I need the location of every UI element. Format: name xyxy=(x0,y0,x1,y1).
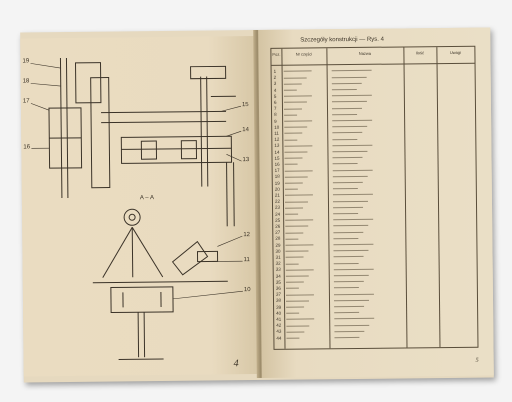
technical-drawing xyxy=(30,57,243,360)
callout-label: 12 xyxy=(243,232,251,239)
callout-label: 17 xyxy=(22,98,30,105)
page-number: 4 xyxy=(233,358,239,370)
column-header: Ilość xyxy=(415,50,425,56)
callout-label: 11 xyxy=(243,257,250,264)
row-position: 44 xyxy=(276,335,282,341)
column-header: Nazwa xyxy=(358,50,372,56)
callout-label: 10 xyxy=(243,287,251,294)
open-book: A – A 19 18 17 16 15 14 13 12 11 10 4 Sz… xyxy=(20,27,494,383)
right-page: Szczegóły konstrukcji — Rys. 4 Poz. Nr c… xyxy=(258,27,494,378)
table-row: 44 xyxy=(274,332,477,341)
callout-label: 16 xyxy=(23,144,31,151)
callout-label: 14 xyxy=(242,127,249,134)
callout-label: 13 xyxy=(242,157,250,164)
row-illegible-part xyxy=(286,335,322,340)
column-header: Nr części xyxy=(295,51,313,57)
callout-label: 18 xyxy=(22,78,30,85)
table-title: Szczegóły konstrukcji — Rys. 4 xyxy=(300,36,385,44)
left-page: A – A 19 18 17 16 15 14 13 12 11 10 4 xyxy=(20,36,259,377)
row-illegible-name xyxy=(334,334,399,340)
section-label: A – A xyxy=(139,195,154,202)
column-header: Poz. xyxy=(272,51,281,57)
callout-label: 19 xyxy=(22,58,30,65)
callout-label: 15 xyxy=(241,102,249,109)
page-number: 5 xyxy=(475,357,479,364)
column-header: Uwagi xyxy=(449,49,462,55)
